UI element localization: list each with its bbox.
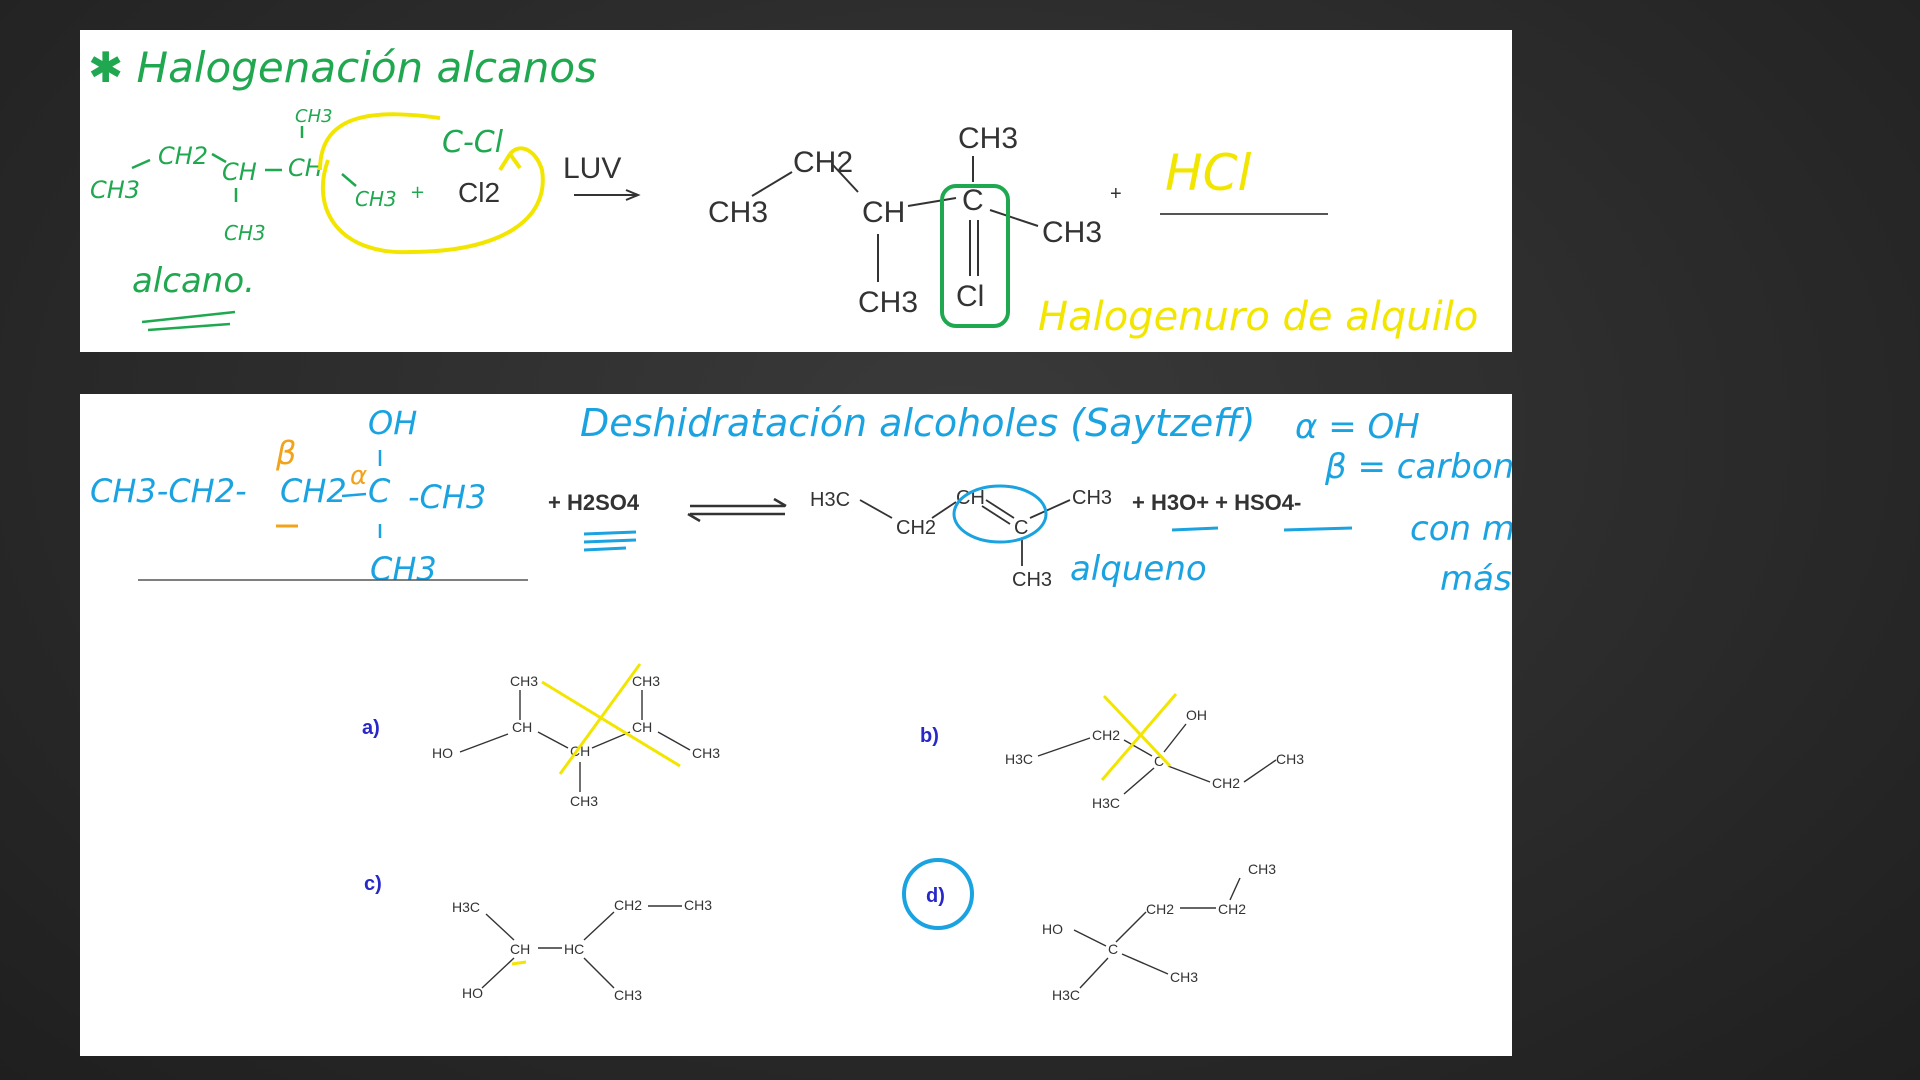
ex-d-ch2-a: CH2 xyxy=(1146,901,1174,917)
exercise-d-circle xyxy=(902,858,974,930)
reactant-ch3-end: CH3 xyxy=(355,187,397,211)
alcano-label: alcano. xyxy=(132,261,255,301)
beta-marker: β xyxy=(275,434,296,472)
product-ch: CH xyxy=(862,196,905,229)
ex-a-ch3-a: CH3 xyxy=(510,673,538,689)
ex-a-ch3-r: CH3 xyxy=(692,745,720,761)
byproducts: + H3O+ + HSO4- xyxy=(1132,490,1301,515)
alkene-h3c: H3C xyxy=(810,489,850,511)
ex-b-ch2-a: CH2 xyxy=(1092,727,1120,743)
alqueno-label: alqueno xyxy=(1070,549,1207,589)
ex-a-ch3-d: CH3 xyxy=(570,793,598,809)
ex-c-ch: CH xyxy=(510,941,530,957)
exercise-c-label: c) xyxy=(364,873,382,895)
ex-d-ch2-b: CH2 xyxy=(1218,901,1246,917)
reactant-ch3-bottom: CH3 xyxy=(224,221,266,245)
product-ch3-top: CH3 xyxy=(958,122,1018,155)
alkene-ch3-top: CH3 xyxy=(1072,487,1112,509)
product-ch3-left: CH3 xyxy=(708,196,768,229)
alkene-c: C xyxy=(1014,517,1028,539)
halogenuro-label: Halogenuro de alquilo xyxy=(1038,294,1478,340)
reactant-chain-left: CH3-CH2- xyxy=(90,472,247,510)
ex-c-ch3-b: CH3 xyxy=(614,987,642,1003)
halogenation-drawing: ✱ Halogenación alcanos CH3 CH2 CH CH CH3… xyxy=(88,43,1478,340)
equilibrium-arrows xyxy=(687,497,787,523)
reactant-oh: OH xyxy=(368,404,417,442)
alkene-ch2: CH2 xyxy=(896,517,936,539)
ex-b-oh: OH xyxy=(1186,707,1207,723)
exercise-b-label: b) xyxy=(920,725,939,747)
reactant-ch2: CH2 xyxy=(158,142,208,170)
reactant-ch3-left: CH3 xyxy=(90,176,140,204)
ex-a-ch3-b: CH3 xyxy=(632,673,660,689)
ex-c-ch2: CH2 xyxy=(614,897,642,913)
ex-c-ch3: CH3 xyxy=(684,897,712,913)
h2so4-reagent: + H2SO4 xyxy=(548,490,640,515)
note-line4: más grupos "R" xyxy=(1440,559,1512,599)
ex-d-h3c: H3C xyxy=(1052,987,1080,1003)
halogenation-panel: ✱ Halogenación alcanos CH3 CH2 CH CH CH3… xyxy=(80,30,1512,352)
reactant-ch-mid: CH xyxy=(222,158,257,186)
ex-a-ho: HO xyxy=(432,745,453,761)
ex-b-ch2-b: CH2 xyxy=(1212,775,1240,791)
note-beta: β = carbono vecino al α xyxy=(1324,447,1512,487)
ex-c-h3c: H3C xyxy=(452,899,480,915)
ex-b-h3c-b: H3C xyxy=(1092,795,1120,811)
alkene-ch: CH xyxy=(956,487,985,509)
double-bond-highlight xyxy=(952,484,1048,544)
note-alpha: α = OH xyxy=(1295,407,1420,447)
ex-b-c: C xyxy=(1154,753,1164,769)
reactant-plus: + xyxy=(410,182,425,203)
product-ch2: CH2 xyxy=(793,146,853,179)
product-ch3-bottom: CH3 xyxy=(858,286,918,319)
ex-b-ch3: CH3 xyxy=(1276,751,1304,767)
reactant-ch-right: CH xyxy=(288,154,323,182)
alkene-ch3-bottom: CH3 xyxy=(1012,569,1052,591)
cl2-reagent: Cl2 xyxy=(458,177,500,208)
exercise-a-label: a) xyxy=(362,717,380,739)
dehydration-panel: Deshidratación alcoholes (Saytzeff) OH C… xyxy=(80,394,1512,1056)
product-ch3-right: CH3 xyxy=(1042,216,1102,249)
ex-a-ch-a: CH xyxy=(512,719,532,735)
reactant-ch3-below: CH3 xyxy=(370,550,437,588)
hcl-product: HCl xyxy=(1165,144,1252,202)
luv-label: LUV xyxy=(563,152,621,185)
reactant-ch3-right: -CH3 xyxy=(408,478,486,516)
product-c-cl-highlight xyxy=(940,184,1010,328)
product-cl: Cl xyxy=(956,280,984,313)
note-line3: con menos "H" o xyxy=(1410,509,1512,549)
ex-d-ch3-b: CH3 xyxy=(1170,969,1198,985)
ex-c-ho: HO xyxy=(462,985,483,1001)
exercise-d-label: d) xyxy=(926,885,945,907)
ex-c-hc: HC xyxy=(564,941,584,957)
ex-d-c: C xyxy=(1108,941,1118,957)
dehydration-title: Deshidratación alcoholes (Saytzeff) xyxy=(580,401,1255,445)
reactant-c: C xyxy=(368,472,391,510)
dehydration-drawing: Deshidratación alcoholes (Saytzeff) OH C… xyxy=(90,401,1512,1003)
ex-d-ho: HO xyxy=(1042,921,1063,937)
reactant-ch2: CH2 xyxy=(280,472,347,510)
ex-b-h3c: H3C xyxy=(1005,751,1033,767)
product-c: C xyxy=(962,184,984,217)
product-plus: + xyxy=(1110,183,1122,205)
ex-a-ch-b: CH xyxy=(632,719,652,735)
alpha-marker: α xyxy=(350,461,367,491)
reactant-ch3-top: CH3 xyxy=(295,106,333,127)
halogenation-title: ✱ Halogenación alcanos xyxy=(88,43,597,92)
c-cl-note: C-Cl xyxy=(442,125,504,160)
ex-d-ch3: CH3 xyxy=(1248,861,1276,877)
